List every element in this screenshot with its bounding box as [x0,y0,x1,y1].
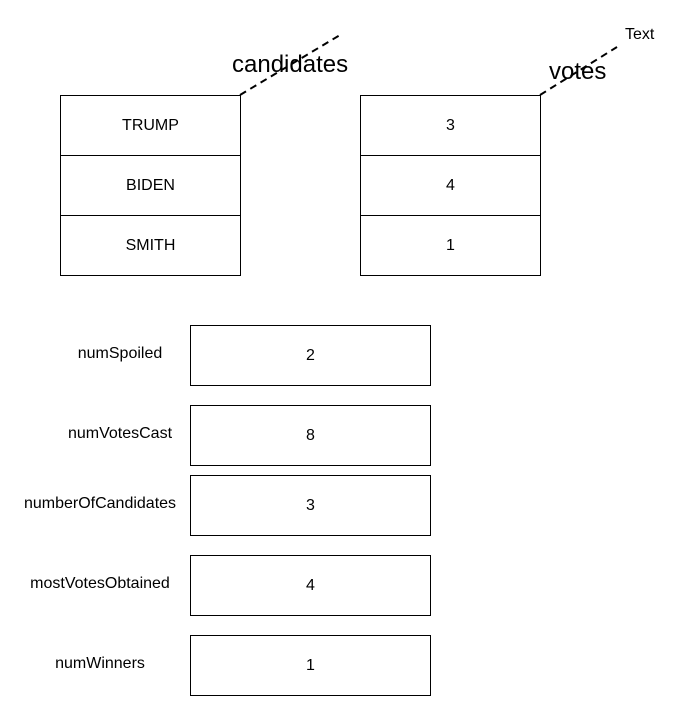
candidates-connector [239,34,341,96]
candidates-cell-2: SMITH [60,215,241,276]
var-value-numberOfCandidates: 3 [190,475,431,536]
votes-cell-1: 4 [360,155,541,216]
var-value-numVotesCast: 8 [190,405,431,466]
var-label-numVotesCast: numVotesCast [67,425,173,442]
candidates-cell-1: BIDEN [60,155,241,216]
var-label-mostVotesObtained: mostVotesObtained [30,575,170,592]
votes-cell-0: 3 [360,95,541,156]
free-text-label: Text [625,26,655,43]
var-value-mostVotesObtained: 4 [190,555,431,616]
candidates-title: candidates [232,51,349,78]
votes-connector [539,46,618,96]
votes-cell-2: 1 [360,215,541,276]
var-label-numSpoiled: numSpoiled [77,345,163,362]
candidates-cell-0: TRUMP [60,95,241,156]
var-label-numWinners: numWinners [55,655,145,672]
var-value-numWinners: 1 [190,635,431,696]
votes-title: votes [549,58,607,85]
var-label-numberOfCandidates: numberOfCandidates [23,495,177,512]
var-value-numSpoiled: 2 [190,325,431,386]
